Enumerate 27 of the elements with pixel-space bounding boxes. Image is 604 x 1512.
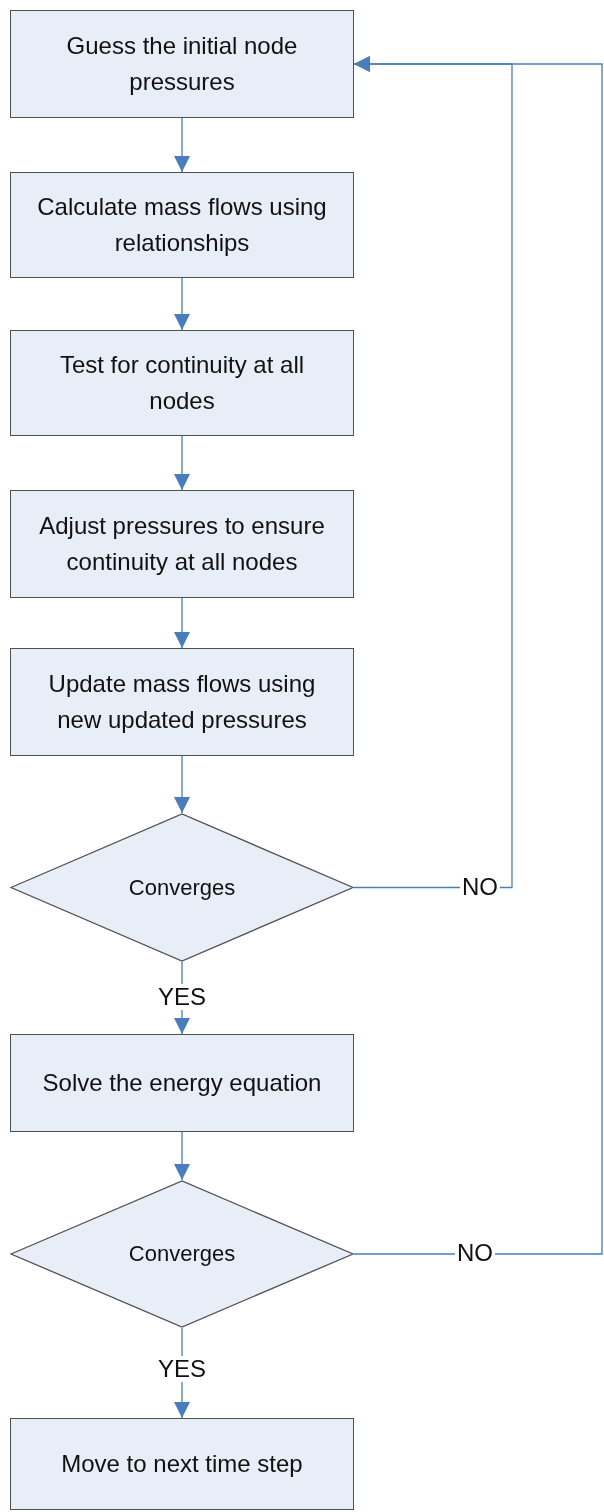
arrow [174,277,190,331]
arrow [174,755,190,814]
step-text: Calculate mass flows using relationships [36,192,328,258]
arrow [174,1131,190,1181]
process-box [10,1418,354,1510]
arrow [174,597,190,649]
step-text: Adjust pressures to ensure continuity at all nodes [38,511,326,577]
step-text: Solve the energy equation [41,1068,323,1098]
step-text: Converges [128,1241,236,1267]
process-box [10,172,354,278]
step-text: Guess the initial node pressures [65,31,299,97]
step-text: Converges [128,874,236,901]
step-text: Move to next time step [60,1449,304,1479]
edge-label: YES [156,1356,208,1382]
process-box [10,648,354,756]
edge-label: YES [156,984,208,1010]
process-box [10,1034,354,1132]
step-text: Test for continuity at all nodes [58,350,306,416]
arrow [174,435,190,491]
decision-diamond [10,813,354,962]
step-text: Update mass flows using new updated pressures [47,669,317,735]
decision-diamond [10,1180,354,1328]
process-box [10,490,354,598]
process-box [10,330,354,436]
process-box [10,10,354,118]
arrow [174,117,190,173]
arrow [353,56,603,1255]
